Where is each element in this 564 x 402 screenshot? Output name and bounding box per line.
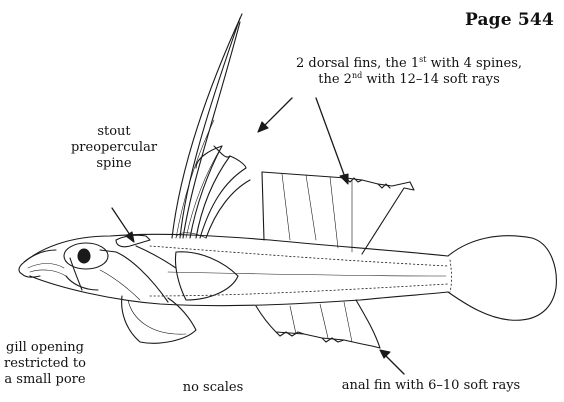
- arrow-second-dorsal: [316, 98, 346, 180]
- gill-opening-annotation: gill opening restricted to a small pore: [0, 340, 90, 388]
- dorsal-annotation-line1: 2 dorsal fins, the 1st with 4 spines,: [268, 56, 550, 72]
- preopercular-spine-annotation: stout preopercular spine: [64, 124, 164, 172]
- caudal-fin: [448, 236, 556, 320]
- first-dorsal-fin: [172, 14, 250, 238]
- anal-fin-annotation: anal fin with 6–10 soft rays: [306, 378, 556, 394]
- anal-fin: [256, 300, 380, 348]
- fish-head: [19, 235, 176, 302]
- pelvic-fin: [122, 296, 196, 343]
- dorsal-annotation-line2: the 2nd with 12–14 soft rays: [268, 72, 550, 88]
- pectoral-fin: [175, 252, 238, 300]
- dorsal-fins-annotation: 2 dorsal fins, the 1st with 4 spines, th…: [268, 56, 550, 88]
- no-scales-annotation: no scales: [170, 380, 256, 396]
